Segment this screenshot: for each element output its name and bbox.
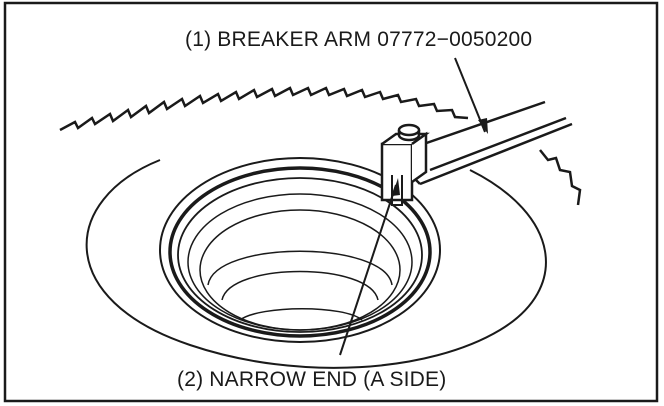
bore-ring-1 bbox=[187, 193, 413, 331]
tire-sidewall-outer bbox=[85, 159, 547, 369]
callout-breaker-arm: (1) BREAKER ARM 07772−0050200 bbox=[185, 28, 532, 51]
tire-tread-right bbox=[539, 149, 582, 206]
leader-arrow-breaker-arm bbox=[478, 118, 488, 134]
bore-ring-3 bbox=[207, 250, 393, 286]
figure-border bbox=[3, 1, 659, 403]
bead-lip bbox=[177, 177, 423, 333]
bore-bottom bbox=[239, 308, 363, 321]
bead-seat-outer bbox=[159, 157, 441, 343]
leader-line-narrow-end bbox=[339, 184, 397, 356]
callout-narrow-end: (2) NARROW END (A SIDE) bbox=[177, 368, 446, 391]
tire-tread-edge bbox=[59, 86, 469, 132]
bead-seat-inner bbox=[168, 166, 432, 338]
bore-ring-4 bbox=[221, 270, 379, 301]
breaker-head bbox=[380, 123, 430, 206]
breaker-arm-bar bbox=[411, 100, 573, 186]
leader-arrow-narrow-end bbox=[392, 178, 400, 196]
bore-ring-2 bbox=[199, 209, 401, 331]
